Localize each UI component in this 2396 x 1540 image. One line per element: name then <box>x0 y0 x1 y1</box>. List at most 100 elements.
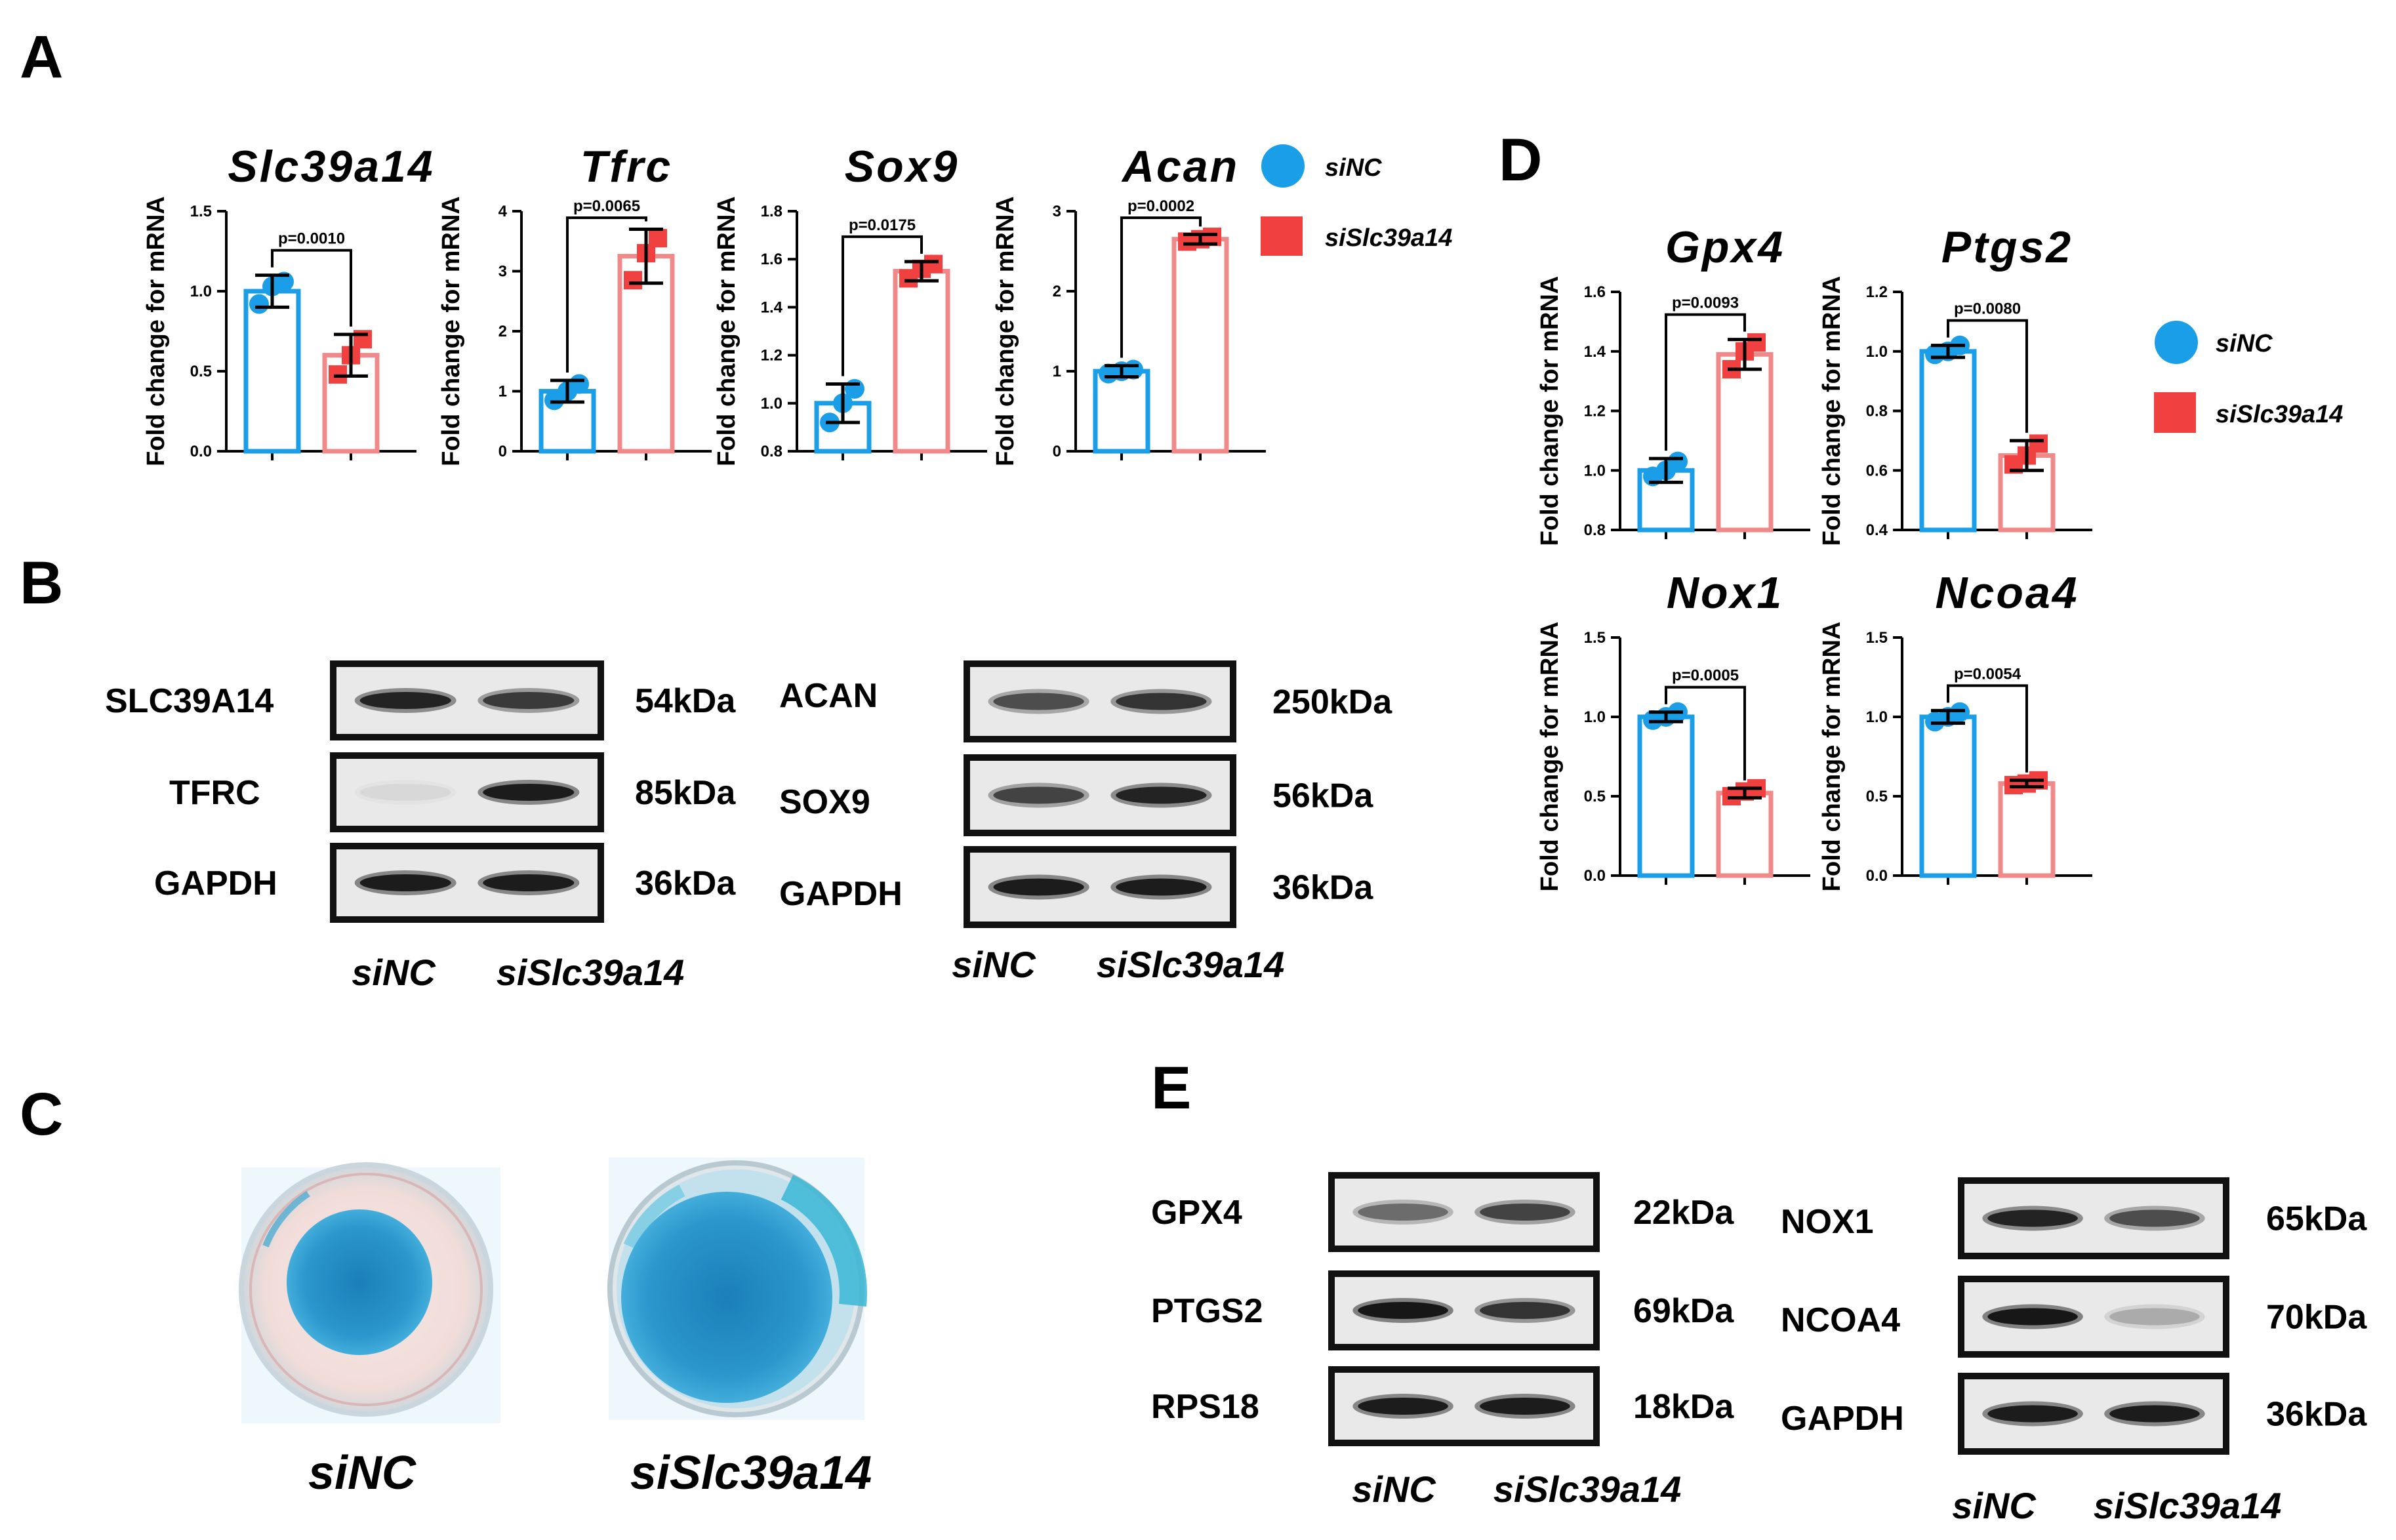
panel-label-e: E <box>1151 1055 1191 1122</box>
significance-bracket <box>1947 319 2028 433</box>
kda-label: 36kDa <box>2266 1396 2367 1434</box>
y-tick-label: 4 <box>498 203 508 220</box>
protein-label: GAPDH <box>779 875 903 913</box>
lane-label: siSlc39a14 <box>2094 1485 2281 1526</box>
y-tick-label: 0.5 <box>190 363 212 380</box>
lane-label: siSlc39a14 <box>497 952 684 993</box>
lane-label: siSlc39a14 <box>1097 944 1284 985</box>
y-axis-label: Fold change for mRNA <box>992 196 1019 466</box>
y-axis-label: Fold change for mRNA <box>713 196 741 466</box>
stain-area <box>621 1192 832 1403</box>
legend-sinc-label: siNC <box>1325 154 1382 182</box>
significance-bracket <box>1120 216 1202 358</box>
stain-plate-sislc39a14 <box>607 1158 867 1420</box>
legend-sinc-label: siNC <box>2216 330 2273 357</box>
bar-sinc <box>1637 714 1695 878</box>
chart-title: Acan <box>1121 142 1239 192</box>
y-tick-label: 0.8 <box>1866 403 1888 420</box>
data-point <box>2029 434 2048 453</box>
protein-label: SOX9 <box>779 783 870 821</box>
data-point <box>249 294 269 314</box>
panel-label-d: D <box>1499 127 1542 193</box>
p-value-label: p=0.0005 <box>1672 667 1739 685</box>
y-tick-label: 0.0 <box>1584 867 1606 885</box>
bar-sislc39a14 <box>1998 781 2056 878</box>
data-point <box>569 374 589 394</box>
lane-label: siNC <box>952 944 1036 985</box>
y-tick-label: 1.6 <box>761 251 782 268</box>
kda-label: 54kDa <box>635 682 736 720</box>
kda-label: 18kDa <box>1633 1388 1734 1426</box>
chart-title: Tfrc <box>580 142 672 192</box>
legend-sislc39a14-label: siSlc39a14 <box>1325 224 1452 252</box>
bar-sislc39a14 <box>893 269 950 454</box>
chart-title: Nox1 <box>1667 568 1783 618</box>
data-point <box>649 229 667 248</box>
y-tick-label: 1.5 <box>1866 629 1888 647</box>
blot-band <box>359 692 451 709</box>
p-value-label: p=0.0002 <box>1127 197 1194 215</box>
y-tick-label: 1.0 <box>1866 343 1888 361</box>
data-point <box>1747 333 1766 352</box>
blot-band <box>359 784 451 801</box>
legend-sinc-marker <box>1261 144 1305 188</box>
blot-band <box>1358 1302 1448 1319</box>
bar-sinc <box>1919 714 1977 878</box>
significance-bracket <box>1665 313 1746 451</box>
y-axis-label: Fold change for mRNA <box>1536 276 1564 546</box>
blot-band <box>1987 1405 2078 1423</box>
blot-band <box>1480 1398 1570 1415</box>
stain-label-sislc39a14: siSlc39a14 <box>630 1447 872 1499</box>
bar-sinc <box>1093 369 1150 454</box>
y-tick-label: 1.4 <box>761 298 783 316</box>
blot-band <box>993 693 1084 710</box>
p-value-label: p=0.0010 <box>278 230 345 248</box>
lane-label: siNC <box>1352 1469 1436 1510</box>
y-tick-label: 1.0 <box>761 395 782 413</box>
y-axis-label: Fold change for mRNA <box>1818 276 1846 546</box>
y-tick-label: 1 <box>498 383 507 401</box>
legend-sislc39a14-label: siSlc39a14 <box>2216 401 2343 428</box>
blot-band <box>2109 1308 2200 1326</box>
blot-band <box>1358 1398 1448 1415</box>
blot-band <box>1987 1209 2078 1227</box>
blot-band <box>483 692 575 709</box>
y-tick-label: 1.2 <box>1584 403 1606 420</box>
blot-row-acan: ACAN 250kDa <box>779 660 1392 742</box>
significance-bracket <box>1947 684 2028 773</box>
chart-title: Ptgs2 <box>1941 222 2073 272</box>
lane-label: siNC <box>1952 1485 2037 1526</box>
kda-label: 70kDa <box>2266 1299 2367 1337</box>
y-tick-label: 0.0 <box>190 443 212 460</box>
blot-row-gapdh: GAPDH 36kDa <box>154 843 736 923</box>
kda-label: 36kDa <box>635 864 736 902</box>
y-tick-label: 0 <box>1053 443 1061 460</box>
data-point <box>624 271 642 290</box>
y-tick-label: 3 <box>498 263 507 281</box>
protein-label: ACAN <box>779 677 878 715</box>
protein-label: GAPDH <box>154 864 277 902</box>
protein-label: NOX1 <box>1781 1203 1874 1241</box>
y-tick-label: 0.0 <box>1866 867 1888 885</box>
y-tick-label: 1.2 <box>761 347 782 365</box>
kda-label: 250kDa <box>1272 683 1392 721</box>
blot-band <box>2109 1209 2200 1227</box>
y-tick-label: 3 <box>1053 203 1061 220</box>
protein-label: PTGS2 <box>1151 1292 1263 1330</box>
blot-band <box>1116 693 1207 710</box>
y-tick-label: 1.0 <box>1866 708 1888 726</box>
kda-label: 56kDa <box>1272 777 1373 815</box>
bar-sinc <box>1919 349 1977 533</box>
blot-band <box>359 874 451 891</box>
chart-title: Slc39a14 <box>228 142 434 192</box>
blot-band <box>1987 1308 2078 1326</box>
significance-bracket <box>566 216 647 373</box>
y-tick-label: 1.8 <box>761 203 782 220</box>
